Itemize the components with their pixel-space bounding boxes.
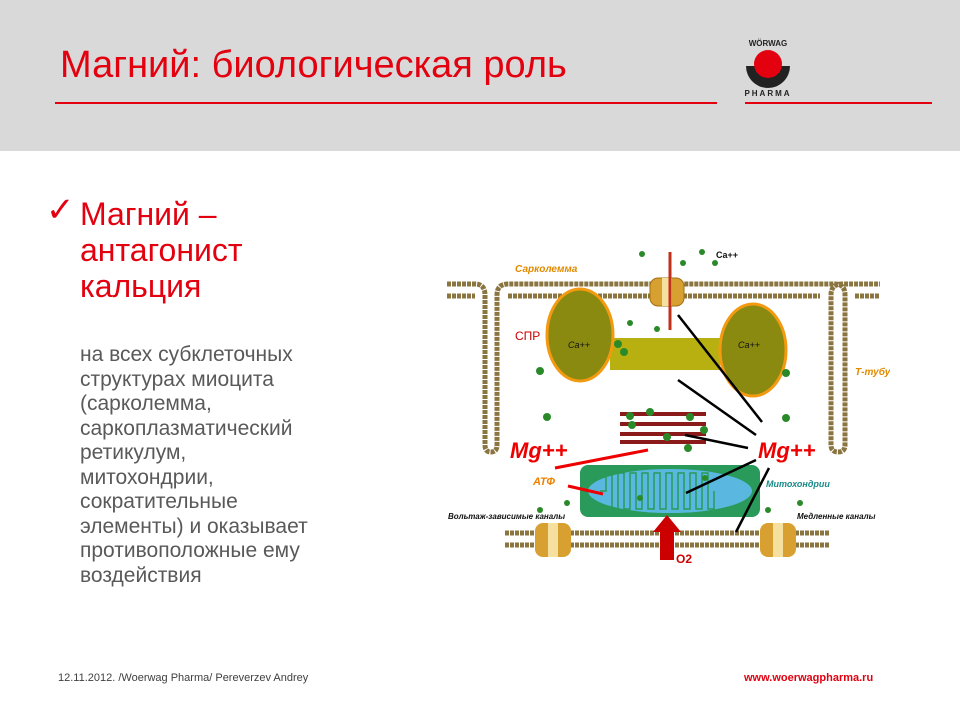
heading-line: антагонист [80, 232, 243, 268]
heading-line: Магний – [80, 196, 217, 232]
o2-label: O2 [676, 552, 692, 566]
logo-underline [745, 102, 932, 104]
oxygen-arrow [653, 515, 681, 560]
ca-right-label: Ca++ [738, 340, 760, 350]
mg-left-label: Mg++ [510, 438, 568, 463]
slide-title: Магний: биологическая роль [60, 44, 567, 86]
body-line: ретикулум, [80, 441, 187, 464]
myocyte-diagram: Сарколемма Ca++ СПР Ca++ Ca++ Т-тубула M… [447, 249, 890, 566]
slide-header [0, 0, 960, 151]
body-line: саркоплазматический [80, 416, 293, 440]
bullet-heading: Магний – антагонист кальция [80, 196, 400, 304]
sarcoplasmic-reticulum [545, 287, 788, 398]
channel-left [535, 523, 571, 557]
woerwag-pharma-logo: WÖRWAG PHARMA [744, 39, 791, 98]
slow-channels-label: Медленные каналы [797, 512, 876, 521]
atp-label: АТФ [532, 476, 555, 488]
ca-top-label: Ca++ [716, 250, 738, 260]
mitochondrion [580, 465, 760, 517]
spr-label: СПР [515, 329, 540, 343]
logo-bottom-text: PHARMA [744, 89, 791, 98]
body-line: структурах миоцита [80, 367, 274, 391]
channel-right [760, 523, 796, 557]
ion-particles [536, 249, 803, 513]
title-underline [55, 102, 717, 104]
mg-atp-lines [554, 448, 649, 496]
heading-line: кальция [80, 268, 202, 304]
mg-action-lines [677, 314, 771, 533]
body-line: сократительные [80, 490, 238, 513]
logo-top-text: WÖRWAG [749, 39, 788, 48]
body-line: элементы) и оказывает [80, 514, 308, 538]
footer-date-author: 12.11.2012. /Woerwag Pharma/ Pereverzev … [58, 672, 309, 684]
body-text: на всех субклеточных структурах миоцита … [80, 343, 400, 588]
contractile-elements [620, 412, 706, 444]
body-line: воздействия [80, 563, 202, 587]
sarcolemma-label: Сарколемма [515, 264, 578, 275]
body-line: митохондрии, [80, 465, 214, 489]
body-line: (сарколемма, [80, 392, 212, 415]
body-line: противоположные ему [80, 539, 300, 562]
mitochondria-label: Митохондрии [766, 479, 830, 489]
voltage-channels-label: Вольтаж-зависимые каналы [448, 512, 565, 521]
body-line: на всех субклеточных [80, 343, 293, 366]
checkmark-icon: ✓ [46, 191, 75, 229]
footer-website[interactable]: www.woerwagpharma.ru [744, 672, 874, 684]
ca-channel-top [649, 277, 685, 307]
t-tubule-label: Т-тубула [855, 366, 890, 378]
mg-right-label: Mg++ [758, 438, 816, 463]
ca-left-label: Ca++ [568, 340, 590, 350]
